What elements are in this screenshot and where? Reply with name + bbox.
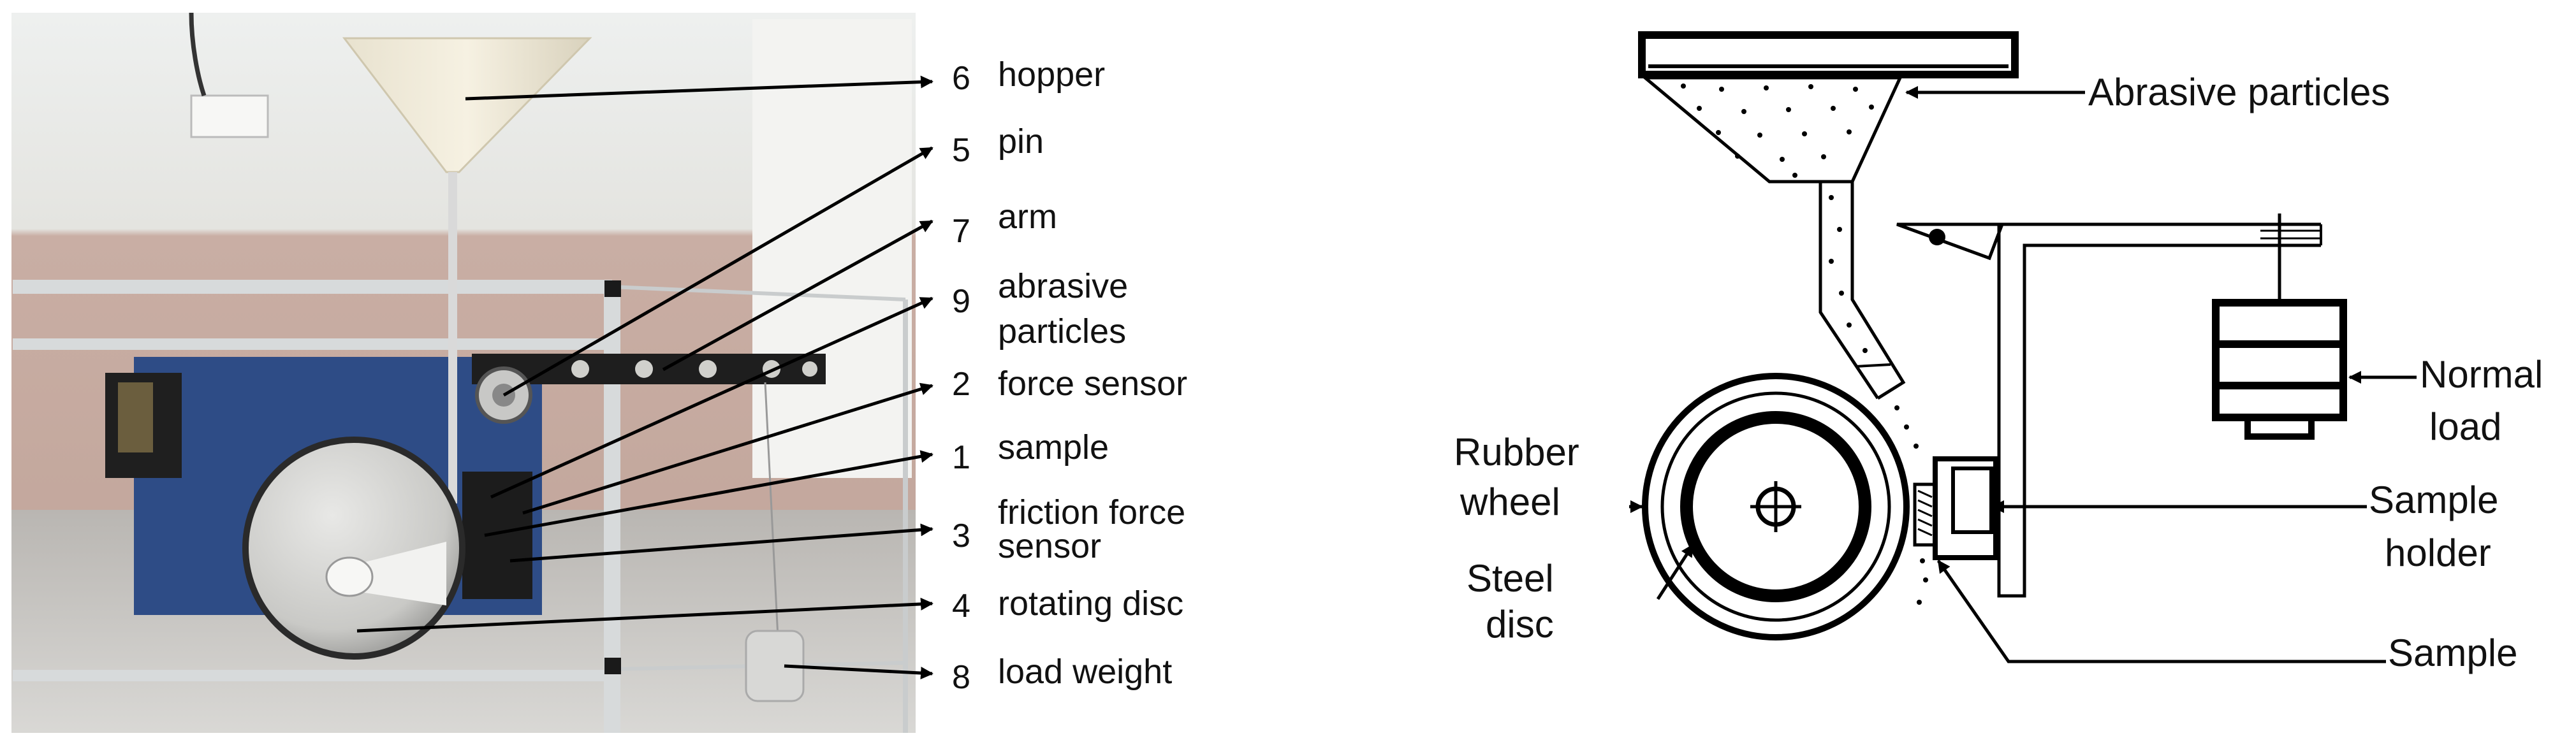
label-sample: sample <box>998 428 1109 467</box>
label-hopper: hopper <box>998 55 1105 94</box>
schematic-label-abrasive-particles: Abrasive particles <box>2088 71 2390 113</box>
label-num-sample: 1 <box>952 439 970 476</box>
label-abrasive-particles-line2: particles <box>998 312 1126 351</box>
label-num-pin: 5 <box>952 132 970 169</box>
photo-left-bracket-detail <box>118 382 153 452</box>
schematic-pivot <box>1929 229 1945 245</box>
label-arm: arm <box>998 198 1057 236</box>
schematic-funnel <box>1641 76 1903 184</box>
schematic-rubber-wheel-mid <box>1660 391 1891 622</box>
photo-rotating-disc <box>242 437 465 660</box>
schematic-steel-disc <box>1680 411 1871 602</box>
schematic-labels: Abrasive particles Normal load Rubber wh… <box>1454 71 2543 674</box>
label-rotating-disc: rotating disc <box>998 584 1183 623</box>
schematic-normal-load-weight-1 <box>2212 299 2347 348</box>
label-load-weight: load weight <box>998 653 1172 691</box>
schematic-chute-mark <box>1855 363 1891 368</box>
schematic-sample-holder <box>1933 456 1998 560</box>
schematic-vertical-post <box>1997 224 2321 598</box>
photo-frame-corner-2 <box>604 658 621 674</box>
schematic-arm-frame <box>1896 222 2005 261</box>
schematic-feed-chute <box>1819 182 1906 400</box>
schematic-sample-holder-inner <box>1951 467 1993 534</box>
label-num-arm: 7 <box>952 213 970 250</box>
photo-labels: 6 hopper 5 pin 7 arm 9 abrasive particle… <box>952 55 1187 696</box>
schematic-hopper-top-bar <box>1638 31 2019 78</box>
schematic-sample <box>1913 482 1937 547</box>
label-num-force-sensor: 2 <box>952 366 970 403</box>
schematic-label-rubber-wheel-line1: Rubber <box>1454 431 1579 474</box>
label-num-hopper: 6 <box>952 60 970 97</box>
photo-cable <box>189 12 207 97</box>
schematic-label-normal-load-line1: Normal <box>2420 353 2543 396</box>
schematic-sample-texture <box>1917 489 1933 537</box>
schematic-label-sample-holder-line1: Sample <box>2369 479 2498 521</box>
label-num-abrasive-particles: 9 <box>952 283 970 320</box>
photo-sensor-block <box>462 472 532 599</box>
schematic-normal-load-weight-3 <box>2212 382 2347 421</box>
schematic-rubber-wheel-outer <box>1642 373 1910 640</box>
label-friction-force-sensor-line1: friction force <box>998 493 1185 532</box>
label-num-rotating-disc: 4 <box>952 588 970 625</box>
photo-disc-hub <box>344 542 446 605</box>
schematic-label-steel-disc-line1: Steel <box>1467 557 1554 600</box>
photo-label-arrows <box>356 75 933 680</box>
photo-wall-socket <box>190 94 269 138</box>
label-num-friction-force-sensor: 3 <box>952 517 970 554</box>
schematic-label-rubber-wheel-line2: wheel <box>1460 481 1560 523</box>
schematic-label-steel-disc-line2: disc <box>1486 603 1554 646</box>
apparatus-photo: 6 hopper 5 pin 7 arm 9 abrasive particle… <box>11 12 1187 733</box>
schematic-label-sample-holder-line2: holder <box>2385 532 2491 574</box>
label-num-load-weight: 8 <box>952 659 970 696</box>
label-abrasive-particles-line1: abrasive <box>998 267 1128 305</box>
label-friction-force-sensor-line2: sensor <box>998 527 1101 565</box>
schematic-abrasive-particle-dots <box>1681 83 1928 605</box>
photo-load-string <box>764 382 779 638</box>
label-pin: pin <box>998 122 1044 161</box>
schematic-diagram <box>1629 31 2417 663</box>
photo-frame-corner-1 <box>604 280 621 297</box>
photo-disc-hub-end <box>325 556 374 597</box>
schematic-leader-lines <box>1629 86 2417 663</box>
schematic-label-normal-load-line2: load <box>2429 405 2501 448</box>
schematic-label-sample: Sample <box>2388 632 2517 674</box>
photo-hopper <box>342 37 592 173</box>
label-force-sensor: force sensor <box>998 365 1187 403</box>
schematic-normal-load-base <box>2244 414 2315 440</box>
photo-arm-holes <box>571 360 817 378</box>
schematic-normal-load-weight-2 <box>2212 340 2347 389</box>
